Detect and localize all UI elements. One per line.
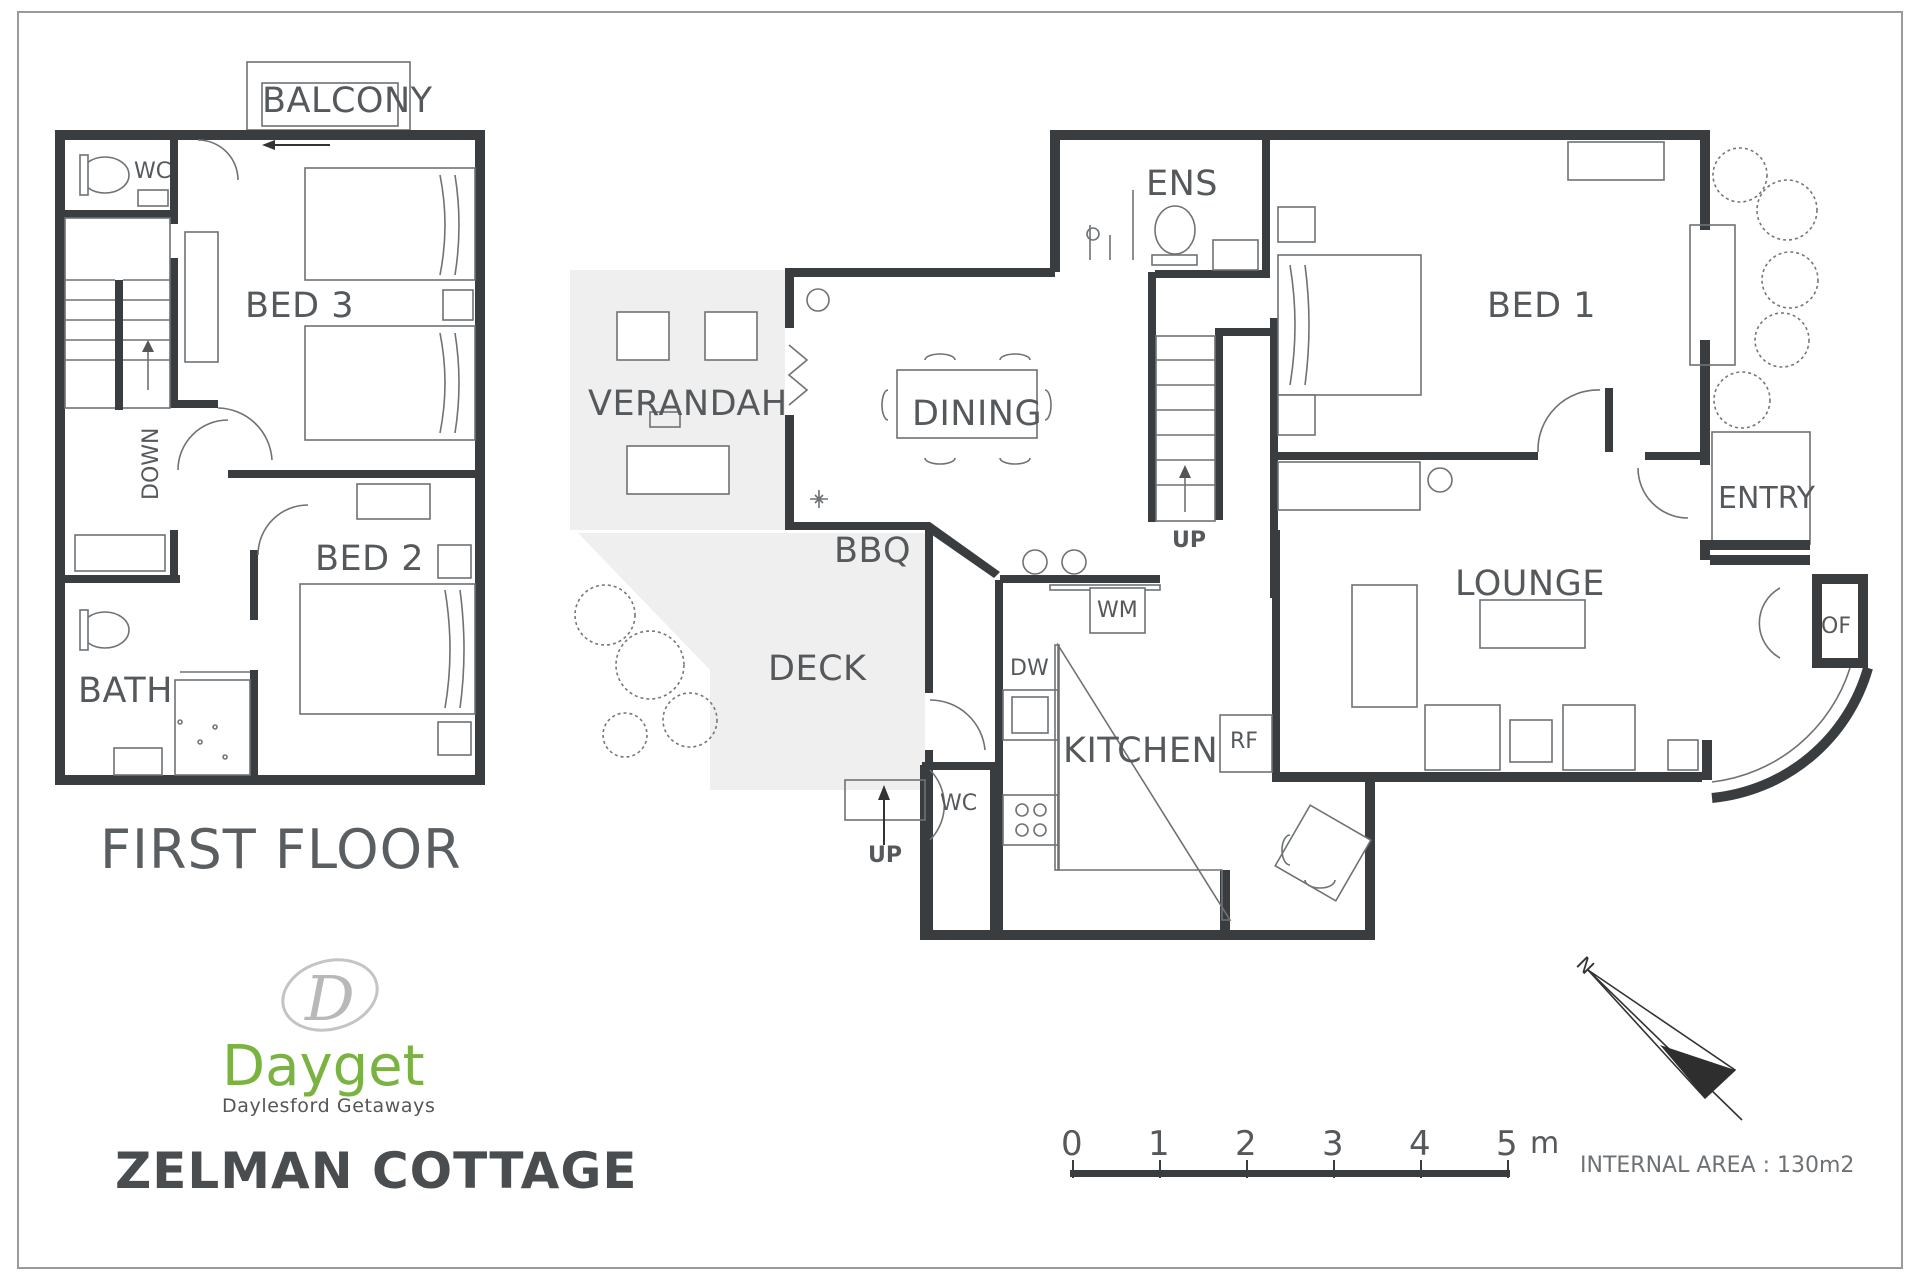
- room-label-bath: BATH: [78, 671, 173, 711]
- room-label-verandah: VERANDAH: [588, 384, 788, 424]
- room-label-kitchen: KITCHEN: [1063, 731, 1218, 771]
- property-name: ZELMAN COTTAGE: [115, 1142, 638, 1200]
- brand-tagline: Daylesford Getaways: [222, 1095, 436, 1117]
- scale-tick-5: 5: [1496, 1124, 1518, 1164]
- room-label-deck: DECK: [768, 649, 867, 689]
- first-floor-plan: [55, 61, 485, 785]
- scale-tick-4: 4: [1409, 1124, 1431, 1164]
- room-label-wc-first: WC: [134, 159, 171, 184]
- room-label-wc-ground: WC: [940, 791, 977, 816]
- room-label-bed1: BED 1: [1487, 286, 1596, 326]
- brand-name: Dayget: [222, 1034, 425, 1099]
- stair-label-up-deck: UP: [868, 843, 902, 868]
- room-label-bed2: BED 2: [315, 539, 424, 579]
- appliance-label-of: OF: [1821, 614, 1851, 639]
- room-label-entry: ENTRY: [1718, 481, 1816, 516]
- appliance-label-rf: RF: [1230, 729, 1258, 754]
- internal-area: INTERNAL AREA : 130m2: [1580, 1153, 1854, 1178]
- stair-label-up: UP: [1172, 528, 1206, 553]
- logo-monogram: D: [304, 962, 355, 1035]
- ground-floor-plan: [570, 130, 1873, 940]
- room-label-lounge: LOUNGE: [1455, 564, 1605, 604]
- room-label-ens: ENS: [1146, 164, 1218, 204]
- appliance-label-wm: WM: [1097, 598, 1138, 623]
- scale-tick-1: 1: [1148, 1124, 1170, 1164]
- room-label-bed3: BED 3: [245, 286, 354, 326]
- room-label-balcony: BALCONY: [262, 81, 433, 121]
- scale-bar: [1070, 1160, 1510, 1178]
- room-label-dining: DINING: [912, 394, 1042, 434]
- scale-tick-3: 3: [1322, 1124, 1344, 1164]
- scale-tick-0: 0: [1061, 1124, 1083, 1164]
- north-arrow-icon: [1587, 969, 1743, 1121]
- scale-unit: m: [1530, 1126, 1559, 1161]
- tree-shrubs: [574, 147, 1819, 758]
- appliance-label-dw: DW: [1010, 656, 1049, 681]
- dayget-logo: D: [281, 958, 379, 1035]
- page-border: [17, 11, 1903, 1269]
- scale-tick-2: 2: [1235, 1124, 1257, 1164]
- room-label-bbq: BBQ: [834, 531, 911, 571]
- first-floor-title: FIRST FLOOR: [100, 818, 462, 881]
- stair-label-down: DOWN: [139, 428, 164, 500]
